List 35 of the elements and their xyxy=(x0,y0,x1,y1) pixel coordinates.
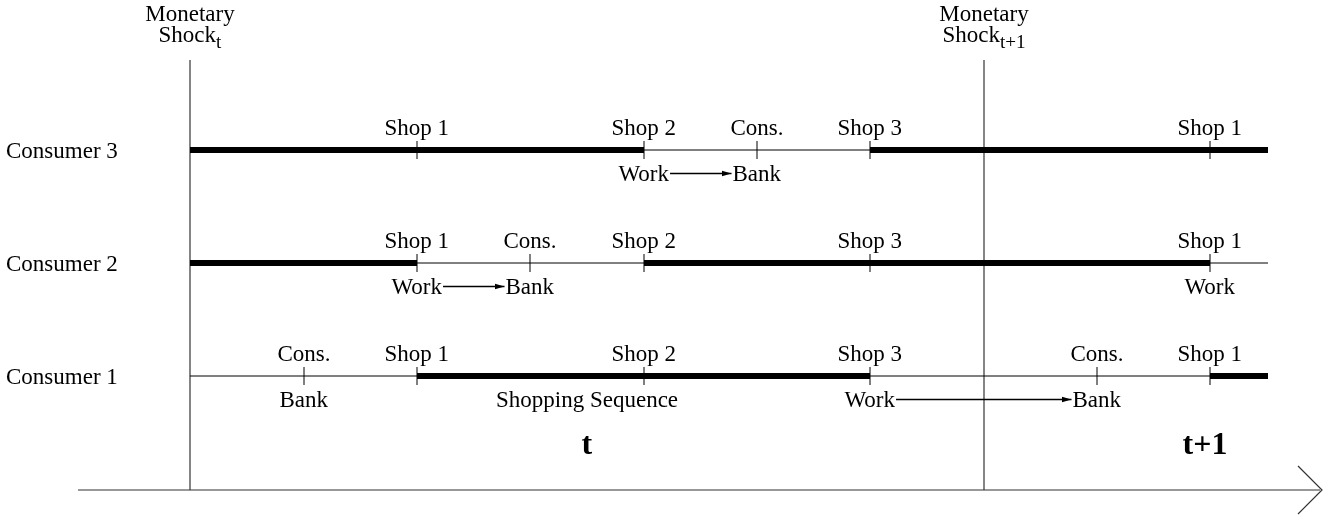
row-label: Consumer 1 xyxy=(6,364,118,388)
event-label: Shop 1 xyxy=(1177,116,1243,139)
shock-label: Monetary Shock$_{t}$ xyxy=(144,4,236,50)
event-label: Shop 1 xyxy=(384,229,450,252)
event-label: Work xyxy=(1184,275,1236,298)
event-label: Cons. xyxy=(503,229,557,252)
phase-label: Shopping Sequence xyxy=(496,388,679,411)
activity-label: Work xyxy=(618,162,670,185)
event-label: Shop 3 xyxy=(837,342,903,365)
shock-label: Monetary Shock$_{t+1}$ xyxy=(938,4,1030,50)
event-label: Shop 1 xyxy=(384,116,450,139)
period-label: t xyxy=(581,427,593,459)
arrow xyxy=(669,170,733,177)
arrow xyxy=(442,283,506,290)
activity-label: Work xyxy=(391,275,443,298)
event-label: Shop 1 xyxy=(1177,229,1243,252)
activity-label: Bank xyxy=(732,162,782,185)
event-label: Shop 2 xyxy=(611,229,677,252)
row-label: Consumer 3 xyxy=(6,138,118,162)
event-label: Shop 3 xyxy=(837,229,903,252)
event-label: Cons. xyxy=(1070,342,1124,365)
arrow xyxy=(895,396,1073,403)
event-label: Cons. xyxy=(730,116,784,139)
row-label: Consumer 2 xyxy=(6,251,118,275)
period-label: t+1 xyxy=(1182,427,1228,459)
activity-label: Work xyxy=(844,388,896,411)
event-label: Bank xyxy=(279,388,329,411)
event-label: Shop 1 xyxy=(384,342,450,365)
event-label: Shop 2 xyxy=(611,116,677,139)
event-label: Cons. xyxy=(277,342,331,365)
event-label: Shop 3 xyxy=(837,116,903,139)
event-label: Shop 1 xyxy=(1177,342,1243,365)
activity-label: Bank xyxy=(505,275,555,298)
activity-label: Bank xyxy=(1072,388,1122,411)
event-label: Shop 2 xyxy=(611,342,677,365)
